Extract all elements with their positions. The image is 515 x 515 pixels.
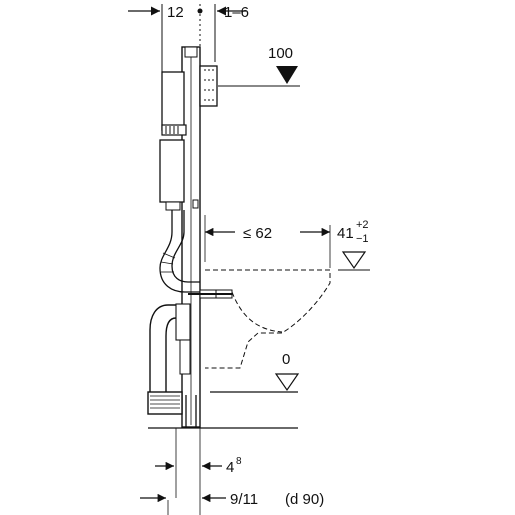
bottom-dimension-4: 4 8 [155, 456, 242, 476]
label-frame-depth: 12 [167, 4, 184, 21]
level-100: 100 [218, 45, 300, 87]
bottom-dimension-drain: 9/11 (d 90) [140, 491, 324, 508]
wc-bowl [188, 269, 331, 369]
seat-height-marker: 41 +2 −1 [337, 219, 370, 271]
bowl-projection-dimension: ≤ 62 [204, 215, 331, 268]
label-drain-diameter: (d 90) [285, 491, 324, 508]
label-wall-offset: 1–6 [224, 4, 249, 21]
top-dimension: 12 1–6 [128, 4, 249, 72]
label-floor-level: 0 [282, 351, 290, 368]
level-triangle-outline-icon [341, 251, 367, 270]
label-seat-height: 41 [337, 225, 354, 242]
label-bowl-projection: ≤ 62 [243, 225, 272, 242]
label-pipe-offset-sup: 8 [236, 456, 242, 467]
flush-pipe [159, 210, 200, 293]
cistern [161, 71, 185, 131]
floor-level-marker: 0 [274, 351, 300, 392]
drain-bend [147, 303, 191, 415]
level-triangle-outline-icon [274, 373, 300, 392]
label-seat-tol-minus: −1 [356, 233, 369, 245]
center-point-icon [197, 8, 203, 14]
flush-actuator [199, 65, 218, 107]
drain-sleeve [147, 391, 183, 415]
label-drain-offset: 9/11 [230, 491, 258, 508]
label-seat-tol-plus: +2 [356, 219, 369, 231]
floor [148, 391, 298, 515]
label-height-mark: 100 [268, 45, 293, 62]
label-pipe-offset: 4 [226, 459, 234, 476]
level-triangle-icon [276, 66, 298, 84]
